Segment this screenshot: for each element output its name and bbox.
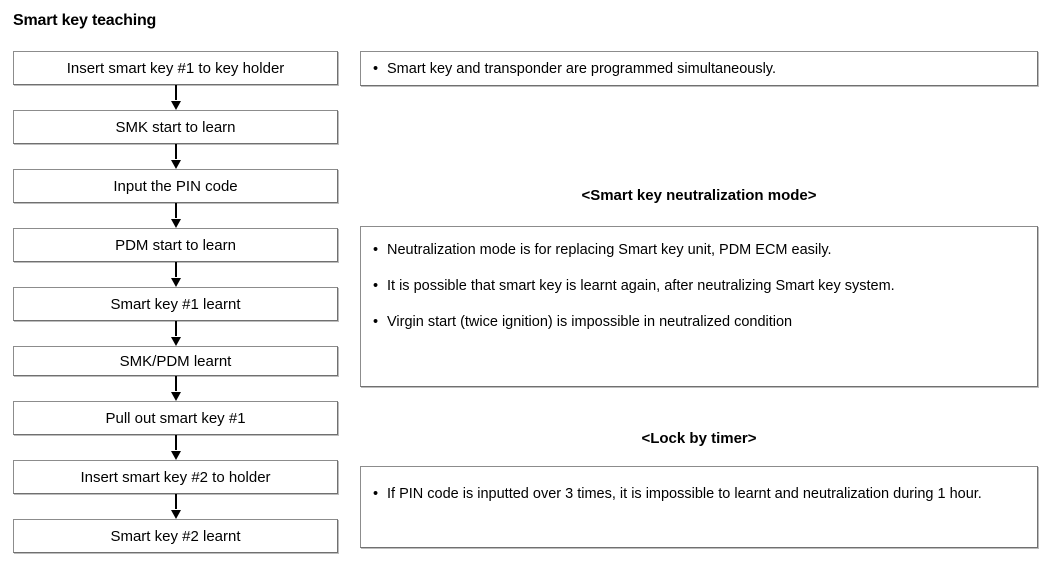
list-item: If PIN code is inputted over 3 times, it… xyxy=(370,485,1019,504)
list-item: Smart key and transponder are programmed… xyxy=(370,60,1037,79)
flow-connector xyxy=(13,435,338,460)
note-box-programming: Smart key and transponder are programmed… xyxy=(360,51,1038,86)
flow-connector xyxy=(13,144,338,169)
note-box-neutralization: Neutralization mode is for replacing Sma… xyxy=(360,226,1038,387)
section-heading-neutralization: <Smart key neutralization mode> xyxy=(581,187,817,204)
flow-step: PDM start to learn xyxy=(13,228,338,262)
flow-step-label: Insert smart key #1 to key holder xyxy=(66,59,285,77)
flow-step: Pull out smart key #1 xyxy=(13,401,338,435)
flow-step: Input the PIN code xyxy=(13,169,338,203)
arrow-down-icon xyxy=(169,203,182,228)
flow-step-label: Smart key #1 learnt xyxy=(110,295,241,313)
flow-step-label: SMK start to learn xyxy=(115,118,236,136)
arrow-down-icon xyxy=(169,144,182,169)
flow-step: Smart key #1 learnt xyxy=(13,287,338,321)
flow-step-label: SMK/PDM learnt xyxy=(119,352,232,370)
flow-step-label: Insert smart key #2 to holder xyxy=(80,468,271,486)
arrow-down-icon xyxy=(169,494,182,519)
arrow-down-icon xyxy=(169,321,182,346)
flow-connector xyxy=(13,376,338,401)
flow-step: Insert smart key #2 to holder xyxy=(13,460,338,494)
flow-connector xyxy=(13,262,338,287)
page-title: Smart key teaching xyxy=(13,12,157,29)
flow-step: Insert smart key #1 to key holder xyxy=(13,51,338,85)
flow-step-label: Smart key #2 learnt xyxy=(110,527,241,545)
note-list-neutralization: Neutralization mode is for replacing Sma… xyxy=(361,227,1037,332)
flow-connector xyxy=(13,494,338,519)
flow-step-label: Input the PIN code xyxy=(113,177,238,195)
flow-connector xyxy=(13,85,338,110)
section-heading-lock-by-timer: <Lock by timer> xyxy=(641,430,757,447)
flow-step: Smart key #2 learnt xyxy=(13,519,338,553)
flow-step: SMK start to learn xyxy=(13,110,338,144)
flow-step-label: Pull out smart key #1 xyxy=(105,409,246,427)
flow-connector xyxy=(13,203,338,228)
arrow-down-icon xyxy=(169,85,182,110)
arrow-down-icon xyxy=(169,435,182,460)
list-item: It is possible that smart key is learnt … xyxy=(370,277,1025,296)
flow-step: SMK/PDM learnt xyxy=(13,346,338,376)
list-item: Virgin start (twice ignition) is impossi… xyxy=(370,313,1025,332)
flow-connector xyxy=(13,321,338,346)
note-list-programming: Smart key and transponder are programmed… xyxy=(361,52,1037,79)
note-box-lock-by-timer: If PIN code is inputted over 3 times, it… xyxy=(360,466,1038,548)
arrow-down-icon xyxy=(169,376,182,401)
flow-step-label: PDM start to learn xyxy=(115,236,236,254)
note-list-lock-by-timer: If PIN code is inputted over 3 times, it… xyxy=(361,467,1037,504)
arrow-down-icon xyxy=(169,262,182,287)
list-item: Neutralization mode is for replacing Sma… xyxy=(370,241,1025,260)
